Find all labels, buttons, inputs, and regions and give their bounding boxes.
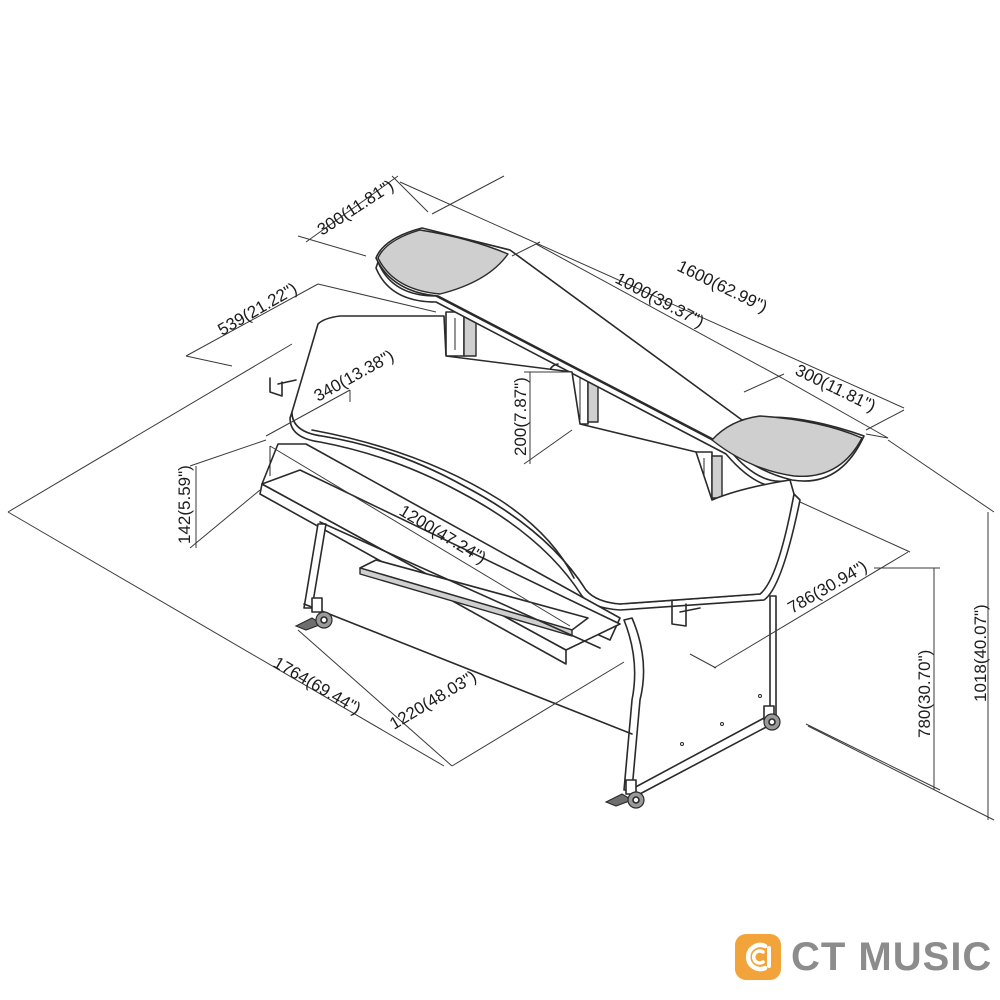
brand-name: CT MUSIC (791, 934, 993, 979)
keyboard-tray (259, 443, 621, 665)
riser-height-label: 200(7.87") (511, 377, 530, 456)
desk-side-depth-label: 539(21.22") (215, 279, 301, 340)
caster (604, 779, 645, 809)
left-speaker-pad (377, 229, 509, 295)
dimension-lines (7, 175, 995, 821)
overall-height-label: 1018(40.07") (971, 604, 990, 702)
overall-width-label: 1764(69.44") (270, 653, 364, 718)
desk-top (291, 315, 795, 605)
ct-music-logo-icon (735, 934, 781, 980)
caster (294, 597, 333, 631)
bottom-rail (629, 717, 773, 797)
back-leg (769, 595, 777, 717)
casters (294, 597, 781, 809)
top-shelf-depth-label: 300(11.81") (314, 176, 397, 239)
brand-logo: CT MUSIC (735, 931, 992, 983)
top-shelf-surface (375, 227, 865, 482)
tray-height-label: 142(5.59") (175, 465, 194, 544)
desk-depth-label: 786(30.94") (785, 557, 871, 618)
top-shelf-end-label: 300(11.81") (792, 361, 879, 416)
frame-width-label: 1220(48.03") (386, 667, 480, 734)
desk-height-label: 780(30.70") (915, 650, 934, 738)
left-leg (303, 523, 327, 609)
caster (763, 705, 781, 731)
main-desk (269, 315, 801, 627)
front-leg (623, 617, 645, 791)
right-speaker-pad (711, 415, 863, 478)
